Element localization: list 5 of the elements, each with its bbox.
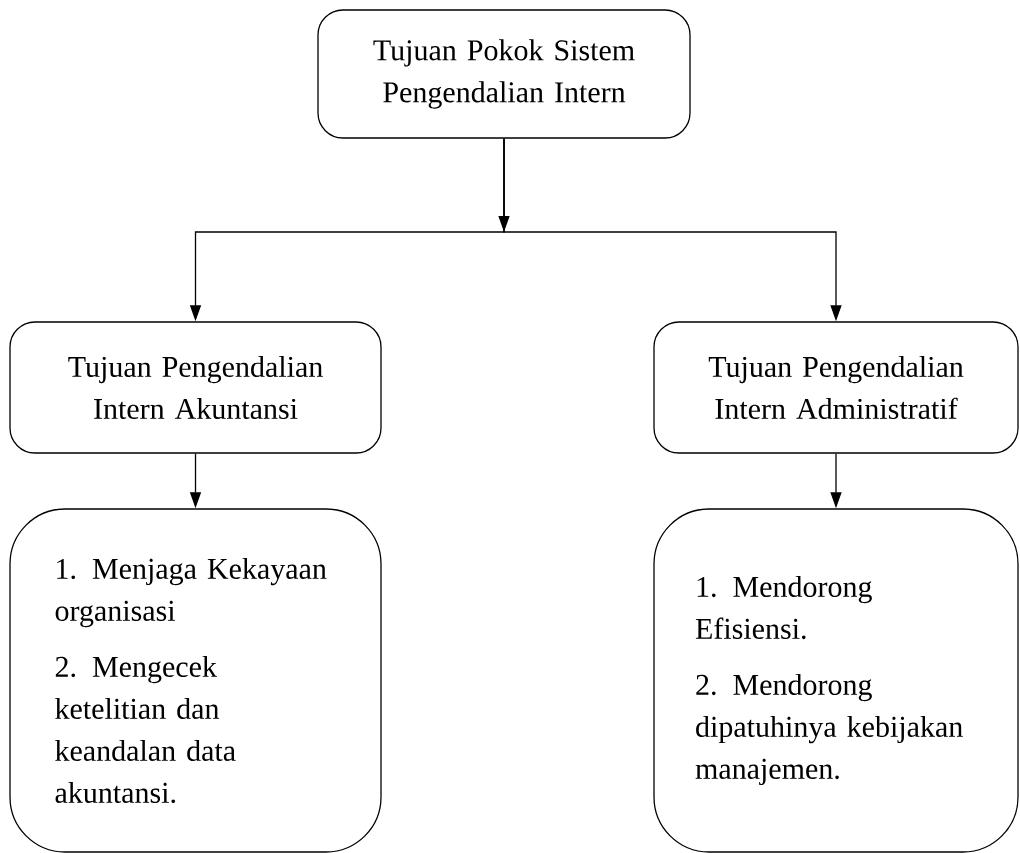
rounded-box: 1. Mendorong Efisiensi. 2. Mendorong dipatuhinya kebijakan manajemen.	[653, 508, 1019, 853]
rounded-box: Tujuan Pengendalian Intern Akuntansi	[9, 321, 382, 454]
rounded-box: Tujuan Pengendalian Intern Administratif	[653, 321, 1019, 454]
rounded-box: 1. Menjaga Kekayaan organisasi 2. Mengecek ketelitian dan keandalan data akuntansi.	[9, 508, 382, 853]
rounded-box: Tujuan Pokok Sistem Pengendalian Intern	[317, 9, 691, 139]
